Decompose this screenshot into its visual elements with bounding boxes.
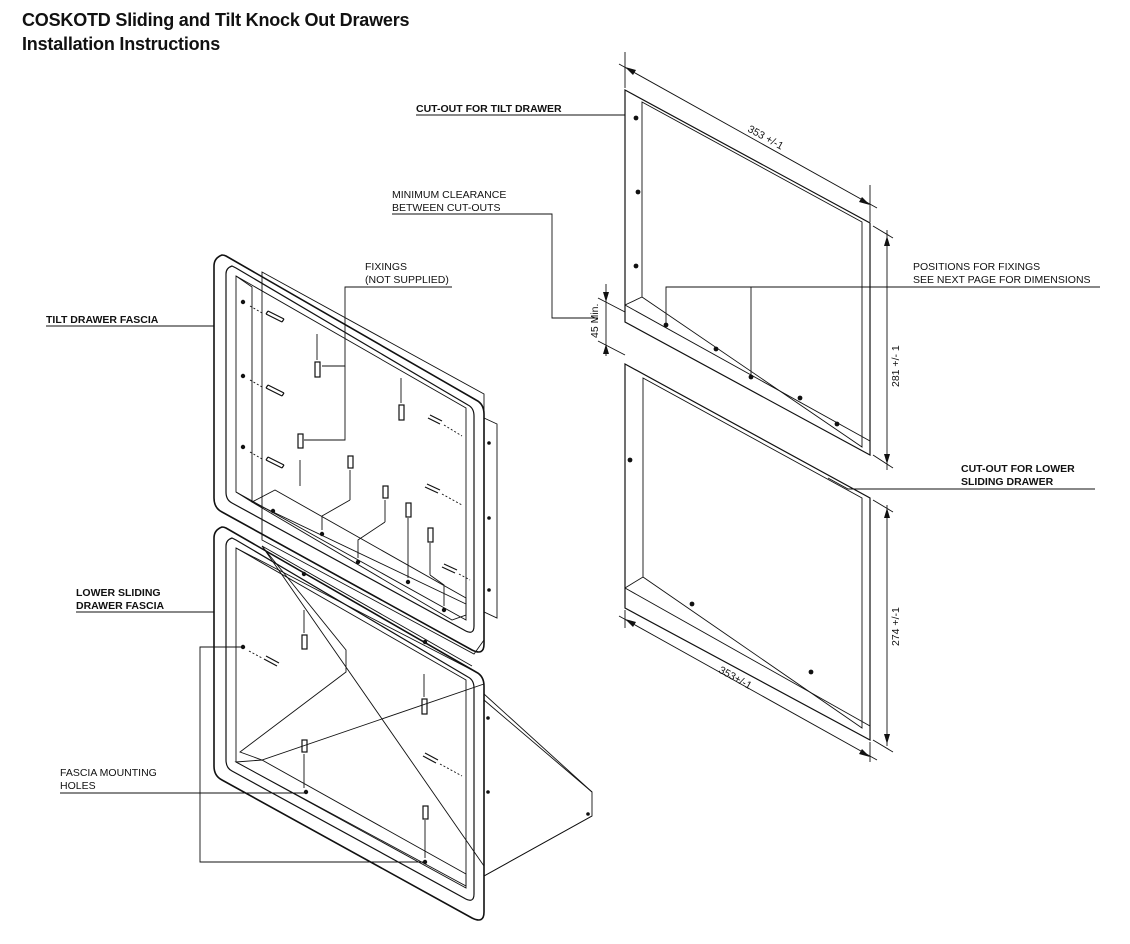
title-line-1: COSKOTD Sliding and Tilt Knock Out Drawe… <box>22 10 410 30</box>
callout-mounting-holes: FASCIA MOUNTING HOLES <box>60 646 425 863</box>
dimension-bottom-width: 353+/-1 <box>618 610 878 762</box>
label-mounting-2: HOLES <box>60 780 96 792</box>
dimension-bottom-height: 274 +/-1 <box>872 499 902 753</box>
sliding-drawer-body <box>239 545 593 877</box>
fixing-screws <box>249 305 471 606</box>
label-min-clearance-2: BETWEEN CUT-OUTS <box>392 202 501 214</box>
callout-tilt-fascia: TILT DRAWER FASCIA <box>46 314 214 327</box>
label-cutout-tilt: CUT-OUT FOR TILT DRAWER <box>416 103 562 115</box>
fixing-hole <box>748 374 754 380</box>
fixing-hole <box>797 395 803 401</box>
fixing-screws <box>248 610 463 858</box>
fixing-hole <box>633 115 639 121</box>
callout-min-clearance: MINIMUM CLEARANCE BETWEEN CUT-OUTS <box>392 189 598 319</box>
fixing-hole <box>663 322 669 328</box>
fixing-hole <box>627 457 633 463</box>
fixing-hole <box>834 421 840 427</box>
fixing-hole <box>689 601 695 607</box>
callout-fixings: FIXINGS (NOT SUPPLIED) <box>304 261 452 441</box>
callout-cutout-tilt: CUT-OUT FOR TILT DRAWER <box>416 103 625 116</box>
label-min-clearance-1: MINIMUM CLEARANCE <box>392 189 506 201</box>
label-fixings-2: (NOT SUPPLIED) <box>365 274 449 286</box>
dimension-bottom-width-label: 353+/-1 <box>717 664 754 692</box>
callout-cutout-lower: CUT-OUT FOR LOWER SLIDING DRAWER <box>827 463 1095 490</box>
fixing-hole <box>808 669 814 675</box>
label-cutout-lower-1: CUT-OUT FOR LOWER <box>961 463 1075 475</box>
dimension-top-height: 281 +/- 1 <box>872 225 902 470</box>
label-fixings-1: FIXINGS <box>365 261 407 273</box>
dimension-clearance: 45 Min. <box>589 284 626 356</box>
page-title: COSKOTD Sliding and Tilt Knock Out Drawe… <box>22 8 410 56</box>
title-line-2: Installation Instructions <box>22 34 221 54</box>
label-cutout-lower-2: SLIDING DRAWER <box>961 476 1054 488</box>
sliding-drawer-fascia <box>213 526 485 921</box>
label-lower-fascia-2: DRAWER FASCIA <box>76 600 165 612</box>
tilt-drawer-cutout <box>624 88 871 457</box>
label-tilt-fascia: TILT DRAWER FASCIA <box>46 314 159 326</box>
label-positions-1: POSITIONS FOR FIXINGS <box>913 261 1040 273</box>
tilt-drawer-fascia <box>213 254 485 653</box>
fixing-hole <box>713 346 719 352</box>
fixing-hole <box>635 189 641 195</box>
label-lower-fascia-1: LOWER SLIDING <box>76 587 161 599</box>
dimension-top-width: 353 +/-1 <box>618 52 878 222</box>
dimension-clearance-label: 45 Min. <box>589 304 601 338</box>
fixing-hole <box>633 263 639 269</box>
callout-positions-fixings: POSITIONS FOR FIXINGS SEE NEXT PAGE FOR … <box>665 261 1100 375</box>
dimension-bottom-height-label: 274 +/-1 <box>890 607 902 646</box>
sliding-drawer-cutout <box>624 362 871 742</box>
callout-lower-fascia: LOWER SLIDING DRAWER FASCIA <box>76 587 214 613</box>
label-positions-2: SEE NEXT PAGE FOR DIMENSIONS <box>913 274 1091 286</box>
label-mounting-1: FASCIA MOUNTING <box>60 767 157 779</box>
dimension-top-height-label: 281 +/- 1 <box>890 345 902 387</box>
